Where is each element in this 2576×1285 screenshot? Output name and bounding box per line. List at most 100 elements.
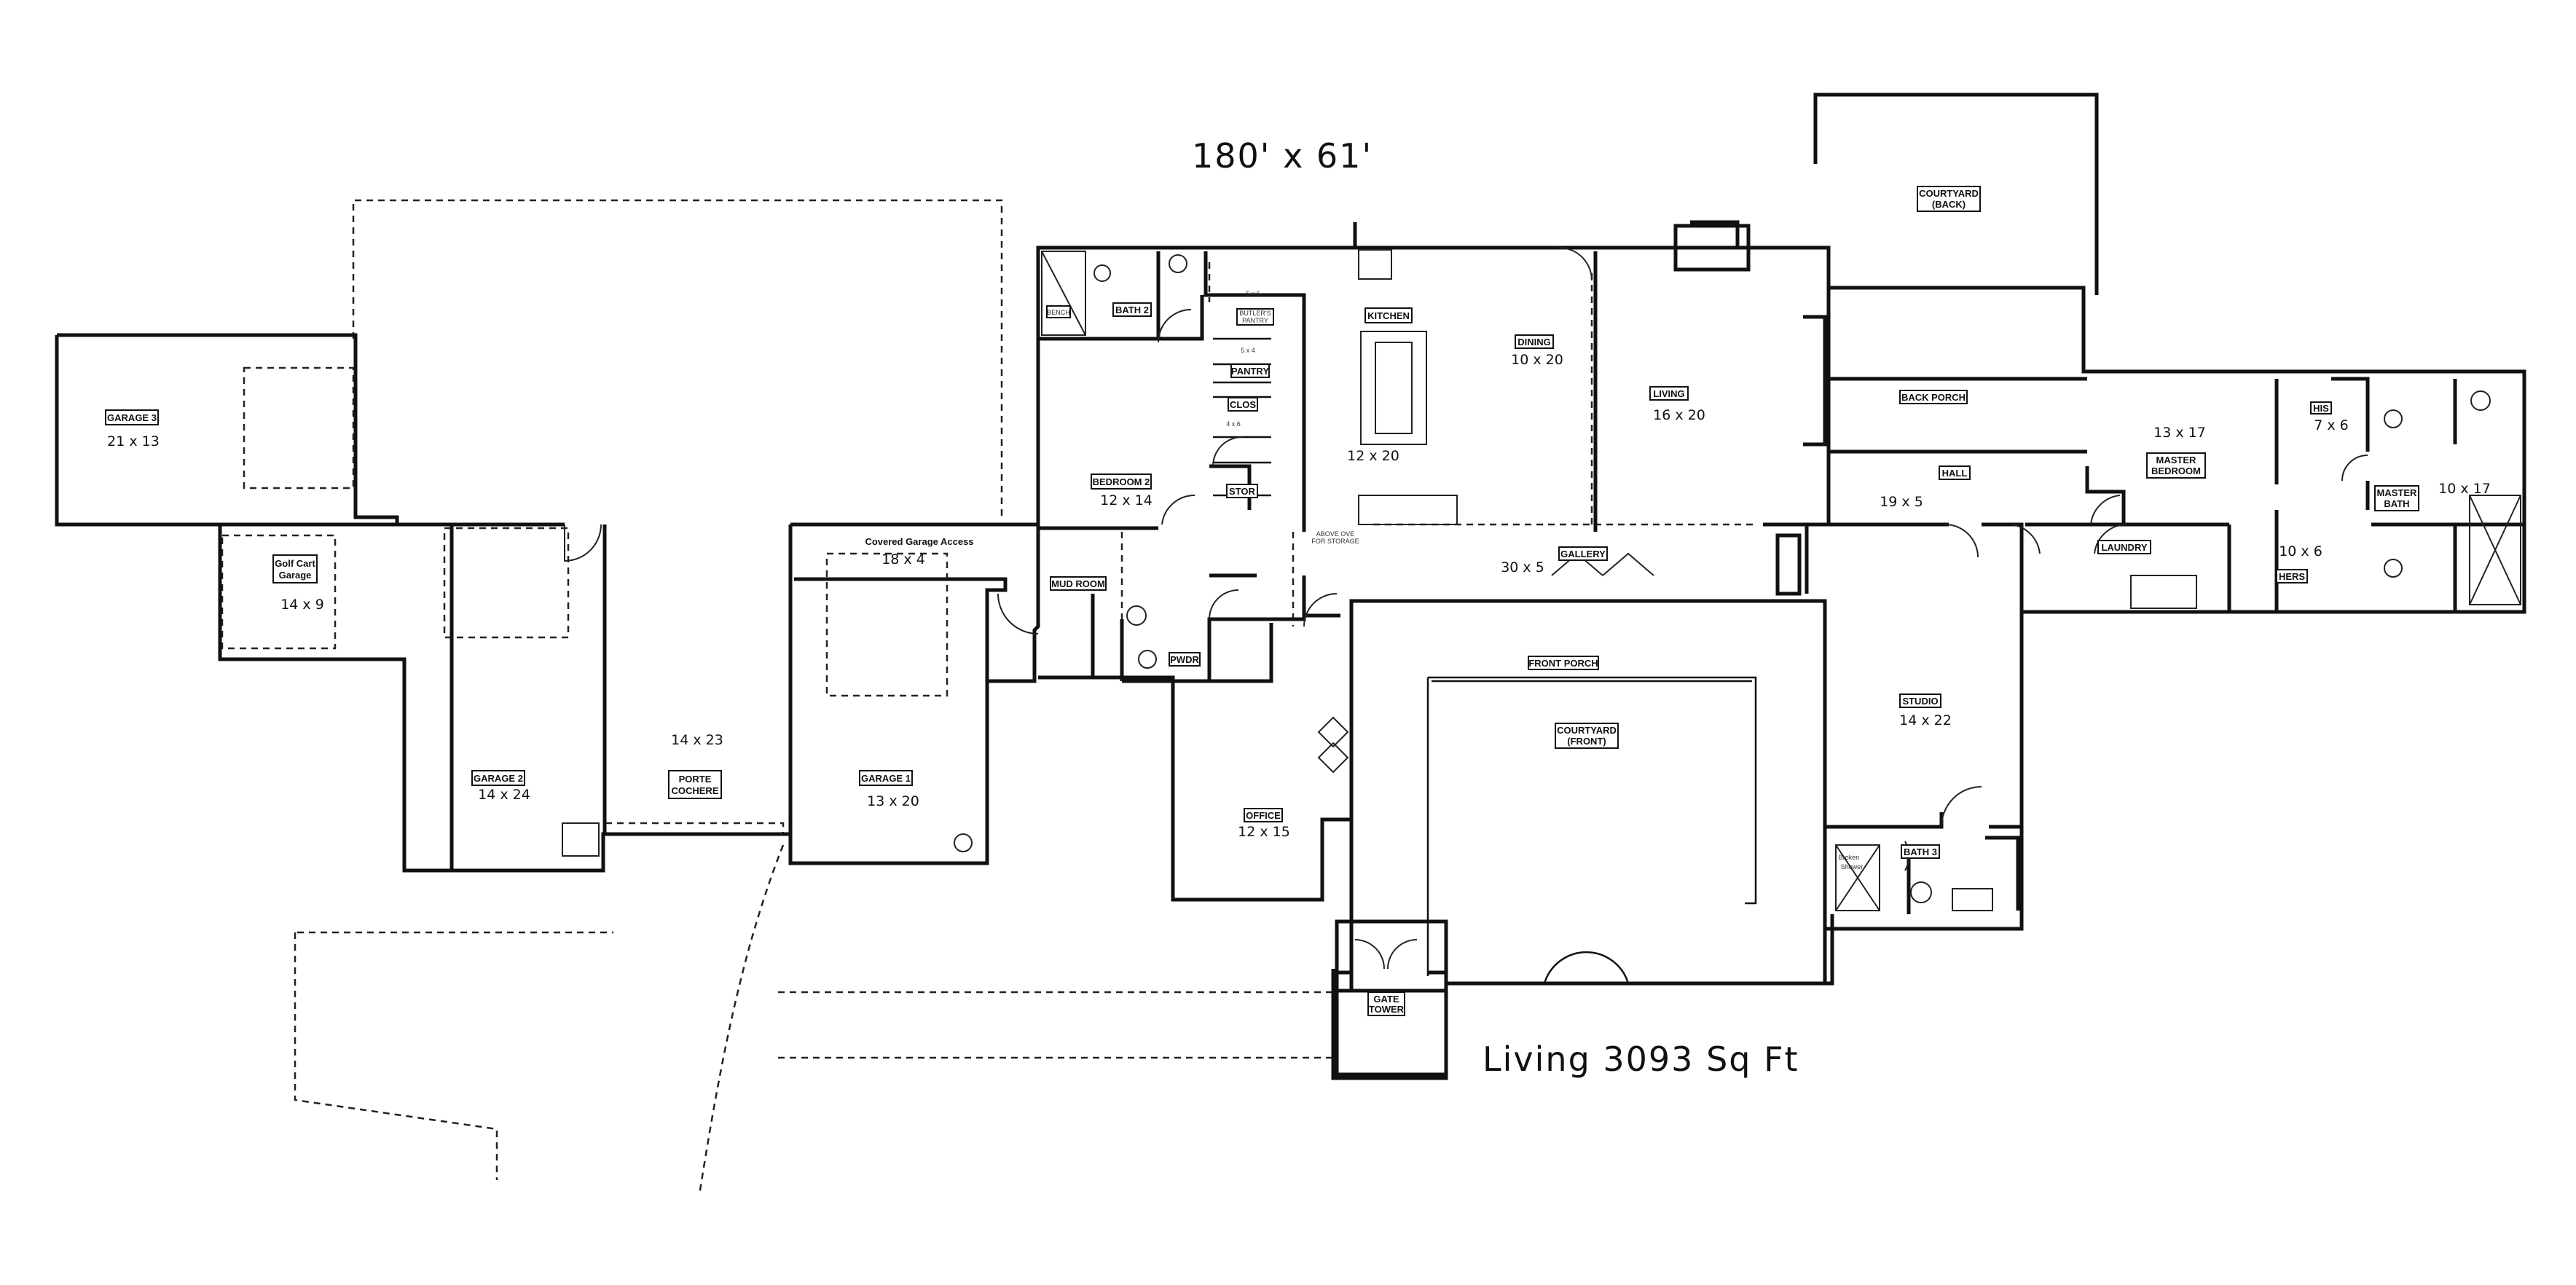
svg-text:MASTER: MASTER xyxy=(2156,455,2197,465)
svg-text:12 x 15: 12 x 15 xyxy=(1238,824,1290,840)
svg-text:PANTRY: PANTRY xyxy=(1242,317,1268,324)
svg-text:GARAGE 3: GARAGE 3 xyxy=(107,412,157,423)
svg-text:STOR: STOR xyxy=(1229,486,1255,497)
svg-text:BACK PORCH: BACK PORCH xyxy=(1901,392,1966,403)
svg-text:COURTYARD: COURTYARD xyxy=(1919,188,1979,199)
room-covered-garage-access: Covered Garage Access 18 x 4 xyxy=(865,536,973,567)
svg-text:5 x 6: 5 x 6 xyxy=(1246,290,1260,297)
room-butlers-pantry: 5 x 6 BUTLER'S PANTRY xyxy=(1236,290,1274,326)
room-pantry: 5 x 4 PANTRY xyxy=(1230,347,1270,378)
svg-text:FRONT PORCH: FRONT PORCH xyxy=(1528,658,1598,669)
room-storage: STOR xyxy=(1226,484,1258,498)
svg-text:STUDIO: STUDIO xyxy=(1902,696,1938,707)
svg-text:DINING: DINING xyxy=(1517,337,1551,347)
svg-text:12 x 20: 12 x 20 xyxy=(1347,448,1399,464)
room-bath-2: BATH 2 BENCH xyxy=(1046,302,1152,318)
room-bedroom-2: BEDROOM 2 12 x 14 xyxy=(1091,473,1152,508)
room-hers-closet: 10 x 6 HERS xyxy=(2276,543,2322,583)
svg-text:14 x 9: 14 x 9 xyxy=(280,597,324,613)
svg-text:13 x 20: 13 x 20 xyxy=(867,793,919,809)
room-living: LIVING 16 x 20 xyxy=(1649,386,1705,423)
plan-overall-size: 180' x 61' xyxy=(1192,136,1373,176)
dashed-outlines xyxy=(221,199,2087,1195)
svg-text:10 x 17: 10 x 17 xyxy=(2438,481,2491,497)
living-area-total: Living 3093 Sq Ft xyxy=(1483,1040,1799,1079)
svg-text:HIS: HIS xyxy=(2313,403,2329,414)
svg-text:GARAGE 2: GARAGE 2 xyxy=(474,773,523,784)
room-courtyard-back: COURTYARD (BACK) xyxy=(1917,186,1981,212)
svg-text:OFFICE: OFFICE xyxy=(1246,810,1281,821)
svg-text:13 x 17: 13 x 17 xyxy=(2153,425,2206,441)
svg-text:GARAGE 1: GARAGE 1 xyxy=(861,773,911,784)
svg-text:HERS: HERS xyxy=(2279,571,2305,582)
room-garage-1: GARAGE 1 13 x 20 xyxy=(859,770,919,809)
svg-text:BATH: BATH xyxy=(2384,498,2409,509)
svg-text:HALL: HALL xyxy=(1942,468,1968,479)
svg-text:5 x 4: 5 x 4 xyxy=(1241,347,1255,354)
room-kitchen: KITCHEN 12 x 20 ABOVE OVE FOR STORAGE xyxy=(1311,307,1413,545)
svg-text:KITCHEN: KITCHEN xyxy=(1367,310,1410,321)
room-front-porch: FRONT PORCH xyxy=(1528,656,1599,670)
room-hall: HALL 19 x 5 xyxy=(1880,465,1971,510)
svg-text:CLOS: CLOS xyxy=(1230,399,1256,410)
svg-text:GALLERY: GALLERY xyxy=(1560,549,1606,559)
svg-text:4 x 6: 4 x 6 xyxy=(1226,420,1241,428)
svg-text:Shower: Shower xyxy=(1841,863,1864,871)
svg-text:BATH 3: BATH 3 xyxy=(1904,846,1937,857)
room-porte-cochere: 14 x 23 PORTE COCHERE xyxy=(668,732,723,799)
room-golf-cart-garage: Golf Cart Garage 14 x 9 xyxy=(272,554,324,613)
room-laundry: LAUNDRY xyxy=(2097,540,2151,554)
svg-text:14 x 22: 14 x 22 xyxy=(1899,712,1952,728)
svg-text:10 x 6: 10 x 6 xyxy=(2279,543,2322,559)
svg-text:BENCH: BENCH xyxy=(1047,309,1070,316)
svg-text:PORTE: PORTE xyxy=(679,774,712,785)
svg-text:Broken: Broken xyxy=(1839,854,1860,861)
room-garage-2: GARAGE 2 14 x 24 xyxy=(471,770,530,803)
svg-text:12 x 14: 12 x 14 xyxy=(1100,492,1152,508)
svg-text:16 x 20: 16 x 20 xyxy=(1653,407,1705,423)
svg-text:ABOVE OVE: ABOVE OVE xyxy=(1316,530,1355,538)
room-powder: PWDR xyxy=(1169,652,1201,667)
svg-text:MASTER: MASTER xyxy=(2377,487,2418,498)
room-master-bedroom: 13 x 17 MASTER BEDROOM xyxy=(2146,425,2206,479)
svg-text:GATE: GATE xyxy=(1373,994,1399,1005)
room-master-bath: MASTER BATH 10 x 17 xyxy=(2374,481,2491,511)
exterior-walls xyxy=(55,93,2526,1077)
front-porch-outline xyxy=(1426,676,1757,984)
room-studio: STUDIO 14 x 22 xyxy=(1899,693,1952,728)
room-bath-3: BATH 3 Broken Shower xyxy=(1839,844,1940,871)
room-garage-3: GARAGE 3 21 x 13 xyxy=(105,409,160,449)
room-mud-room: MUD ROOM xyxy=(1050,576,1107,591)
svg-text:Covered Garage Access: Covered Garage Access xyxy=(865,536,973,547)
svg-text:PANTRY: PANTRY xyxy=(1231,366,1269,377)
svg-text:7 x 6: 7 x 6 xyxy=(2314,417,2349,433)
svg-text:COCHERE: COCHERE xyxy=(671,785,718,796)
svg-text:19 x 5: 19 x 5 xyxy=(1880,494,1923,510)
svg-text:Garage: Garage xyxy=(279,570,312,581)
svg-text:MUD ROOM: MUD ROOM xyxy=(1051,578,1105,589)
door-swings xyxy=(564,247,2368,970)
room-gate-tower: GATE TOWER xyxy=(1367,991,1405,1016)
svg-text:BUTLER'S: BUTLER'S xyxy=(1239,310,1271,317)
svg-text:30 x 5: 30 x 5 xyxy=(1501,559,1544,575)
room-courtyard-front: COURTYARD (FRONT) xyxy=(1555,723,1619,749)
svg-text:FOR STORAGE: FOR STORAGE xyxy=(1311,538,1359,545)
svg-text:21 x 13: 21 x 13 xyxy=(107,433,160,449)
svg-text:LAUNDRY: LAUNDRY xyxy=(2101,542,2147,553)
svg-text:14 x 24: 14 x 24 xyxy=(478,787,530,803)
svg-text:BEDROOM: BEDROOM xyxy=(2151,465,2201,476)
room-dining: DINING 10 x 20 xyxy=(1511,334,1563,368)
svg-text:BATH 2: BATH 2 xyxy=(1115,304,1149,315)
svg-text:LIVING: LIVING xyxy=(1653,388,1684,399)
svg-text:TOWER: TOWER xyxy=(1369,1004,1405,1015)
svg-text:18 x 4: 18 x 4 xyxy=(881,551,925,567)
room-office: OFFICE 12 x 15 xyxy=(1238,808,1290,840)
fixtures xyxy=(562,249,2521,911)
svg-text:Golf Cart: Golf Cart xyxy=(275,558,315,569)
svg-text:14 x 23: 14 x 23 xyxy=(671,732,723,748)
room-his-closet: HIS 7 x 6 xyxy=(2310,401,2349,433)
room-closet: CLOS 4 x 6 xyxy=(1226,397,1258,428)
svg-text:(BACK): (BACK) xyxy=(1932,199,1966,210)
